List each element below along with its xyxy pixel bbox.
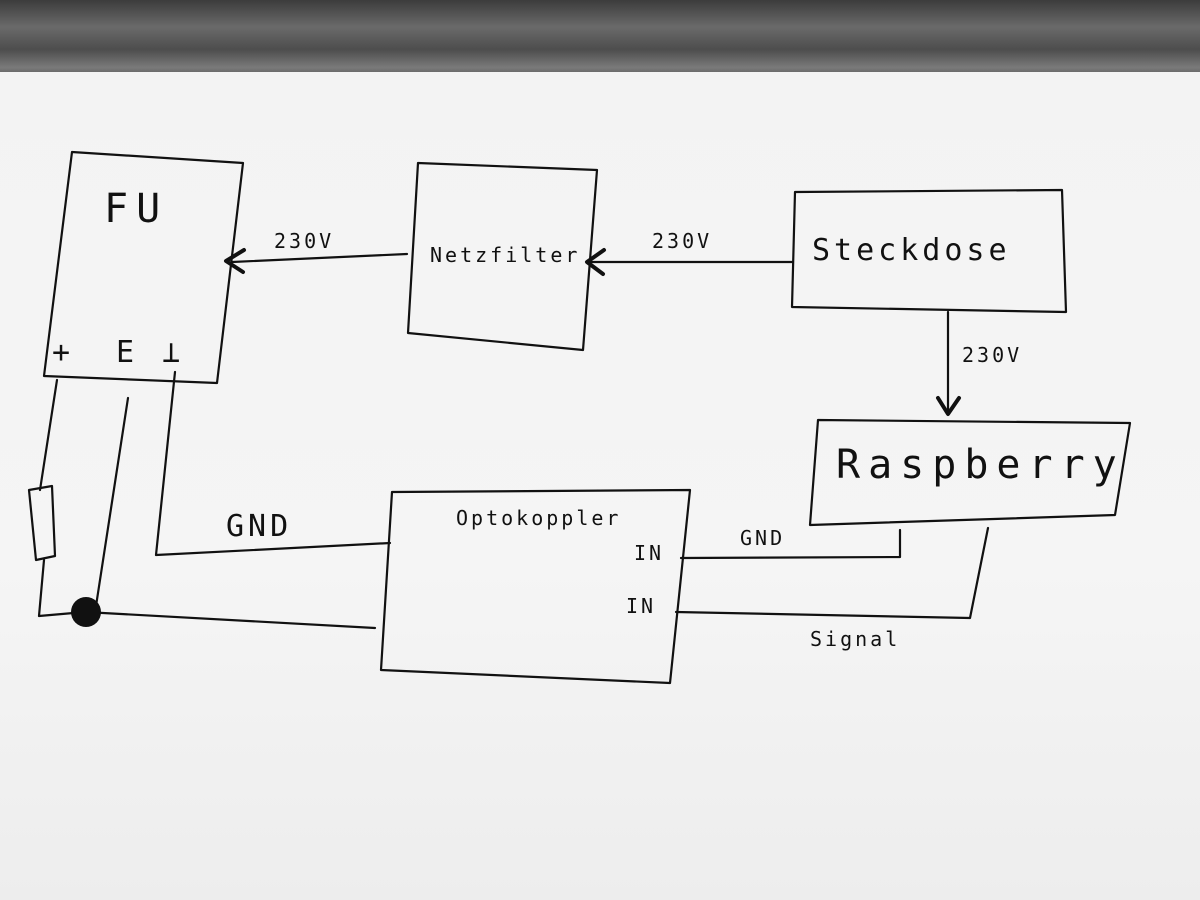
resistor-icon (27, 484, 57, 562)
wire-resistor-to-optokoppler (37, 558, 377, 630)
resistor-circuit (27, 378, 377, 630)
wire-steckdose-netzfilter-label: 230V (652, 229, 712, 253)
optokoppler-title: Optokoppler (456, 506, 621, 530)
optokoppler-box (379, 488, 692, 685)
junction-dot (71, 597, 101, 627)
netzfilter-title: Netzfilter (430, 243, 580, 267)
wire-steckdose-raspberry: 230V (936, 310, 1022, 416)
block-optokoppler: Optokoppler IN IN (379, 488, 692, 685)
fu-title: FU (104, 186, 168, 232)
wire-raspberry-signal-line (674, 526, 990, 620)
wire-plus-to-resistor (38, 378, 59, 492)
wire-steckdose-raspberry-label: 230V (962, 343, 1022, 367)
arrowhead-fu (224, 248, 246, 274)
wire-raspberry-signal-label: Signal (810, 627, 900, 651)
block-fu: FU + E ⊥ (42, 150, 245, 385)
wire-fu-gnd: GND (154, 370, 392, 557)
arrowhead-raspberry (936, 396, 961, 416)
fu-box (42, 150, 245, 385)
wire-raspberry-signal: Signal (674, 526, 990, 651)
raspberry-title: Raspberry (836, 442, 1125, 488)
paper-sheet (0, 72, 1200, 900)
block-raspberry: Raspberry (808, 418, 1132, 527)
fu-terminal-ground: ⊥ (162, 335, 184, 370)
wire-raspberry-gnd: GND (679, 526, 902, 560)
wire-netzfilter-fu-line (230, 252, 409, 264)
wire-e-to-junction (94, 396, 130, 608)
netzfilter-box (406, 161, 599, 352)
wire-raspberry-gnd-label: GND (740, 526, 785, 550)
block-netzfilter: Netzfilter (406, 161, 599, 352)
fu-terminal-e: E (116, 335, 138, 370)
steckdose-title: Steckdose (812, 233, 1011, 268)
wire-raspberry-gnd-line (679, 528, 902, 560)
wire-steckdose-netzfilter: 230V (585, 229, 795, 276)
arrowhead-netzfilter (585, 248, 606, 276)
wire-netzfilter-fu-label: 230V (274, 229, 334, 253)
block-steckdose: Steckdose (790, 188, 1068, 314)
wire-netzfilter-fu: 230V (224, 229, 409, 274)
steckdose-box (790, 188, 1068, 314)
optokoppler-pin-gnd: IN (634, 541, 664, 565)
fu-terminal-plus: + (52, 335, 74, 370)
raspberry-box (808, 418, 1132, 527)
wire-fu-gnd-line (154, 370, 392, 557)
optokoppler-pin-signal: IN (626, 594, 656, 618)
wire-fu-gnd-label: GND (226, 509, 292, 544)
